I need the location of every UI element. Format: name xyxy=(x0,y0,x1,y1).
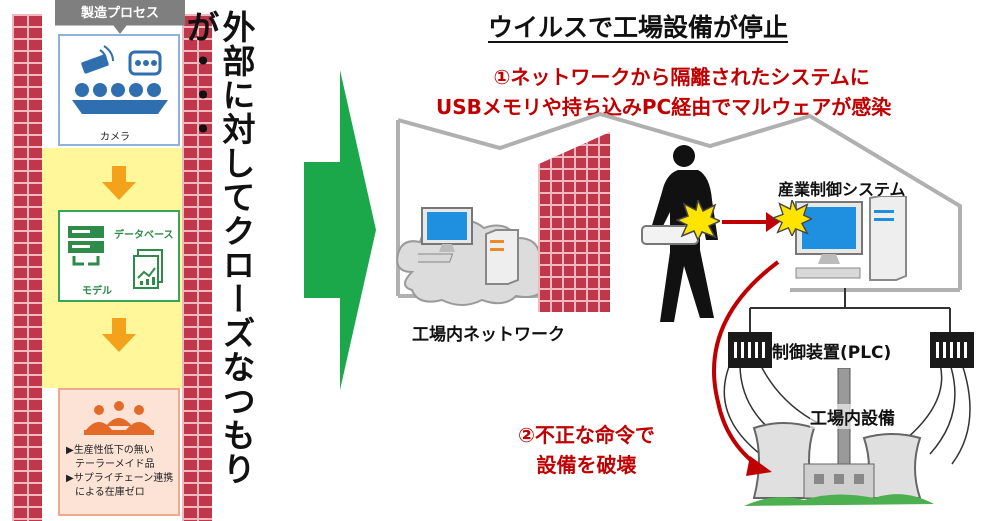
attack-path-arrow xyxy=(712,260,780,476)
database-label: データベース xyxy=(114,230,174,241)
vertical-caption: 外部に対してクローズなつもりが・・・ xyxy=(181,10,256,486)
camera-icon xyxy=(72,45,168,114)
attack-arrow-right xyxy=(722,212,780,232)
firewall-wall-left xyxy=(12,14,42,521)
malware-burst-icon xyxy=(772,200,812,236)
model-label: モデル xyxy=(82,286,112,297)
control-pc-icon xyxy=(795,196,907,281)
benefit-2-line2: による在庫ゼロ xyxy=(75,487,145,498)
step2-line1: ②不正な命令で xyxy=(518,423,655,447)
plc-label: 制御装置(PLC) xyxy=(772,343,892,363)
factory-network-label: 工場内ネットワーク xyxy=(412,325,565,345)
flow-arrow-down-2 xyxy=(102,318,136,352)
factory-equipment-icon xyxy=(744,368,934,506)
big-arrow-right xyxy=(304,70,376,390)
server-icon xyxy=(68,226,104,266)
infection-burst-icon xyxy=(676,200,720,240)
database-box: データベース モデル xyxy=(58,210,180,302)
benefit-1-line1: ▶生産性低下の無い xyxy=(66,445,154,456)
camera-box: カメラ xyxy=(58,34,180,146)
firewall-center xyxy=(538,132,610,312)
control-system-label: 産業制御システム xyxy=(778,180,906,199)
step1-line2: USBメモリや持ち込みPC経由でマルウェアが感染 xyxy=(436,95,892,119)
step2-text: ②不正な命令で 設備を破壊 xyxy=(518,420,655,480)
server-tower-icon xyxy=(485,229,519,285)
plc-network-lines xyxy=(723,288,971,465)
process-header: 製造プロセス xyxy=(55,0,185,34)
firewall-wall-right xyxy=(182,14,212,521)
benefit-1-line2: テーラーメイド品 xyxy=(75,459,155,470)
desktop-pc-icon xyxy=(418,207,473,263)
step1-text: ①ネットワークから隔離されたシステムに USBメモリや持ち込みPC経由でマルウェ… xyxy=(436,62,891,122)
plc-device-left-icon xyxy=(728,332,772,368)
document-chart-icon xyxy=(133,249,163,289)
benefits-box: ▶生産性低下の無い テーラーメイド品 ▶サプライチェーン連携 による在庫ゼロ xyxy=(58,388,180,516)
diagram-title: ウイルスで工場設備が停止 xyxy=(488,13,789,42)
step1-line1: ①ネットワークから隔離されたシステムに xyxy=(493,65,870,89)
plc-device-right-icon xyxy=(930,332,974,368)
team-icon xyxy=(84,401,154,435)
flow-arrow-down-1 xyxy=(102,166,136,200)
factory-equipment-label: 工場内設備 xyxy=(810,404,895,429)
camera-label: カメラ xyxy=(100,132,130,143)
benefit-2-line1: ▶サプライチェーン連携 xyxy=(66,473,174,484)
step2-line2: 設備を破壊 xyxy=(536,453,637,477)
